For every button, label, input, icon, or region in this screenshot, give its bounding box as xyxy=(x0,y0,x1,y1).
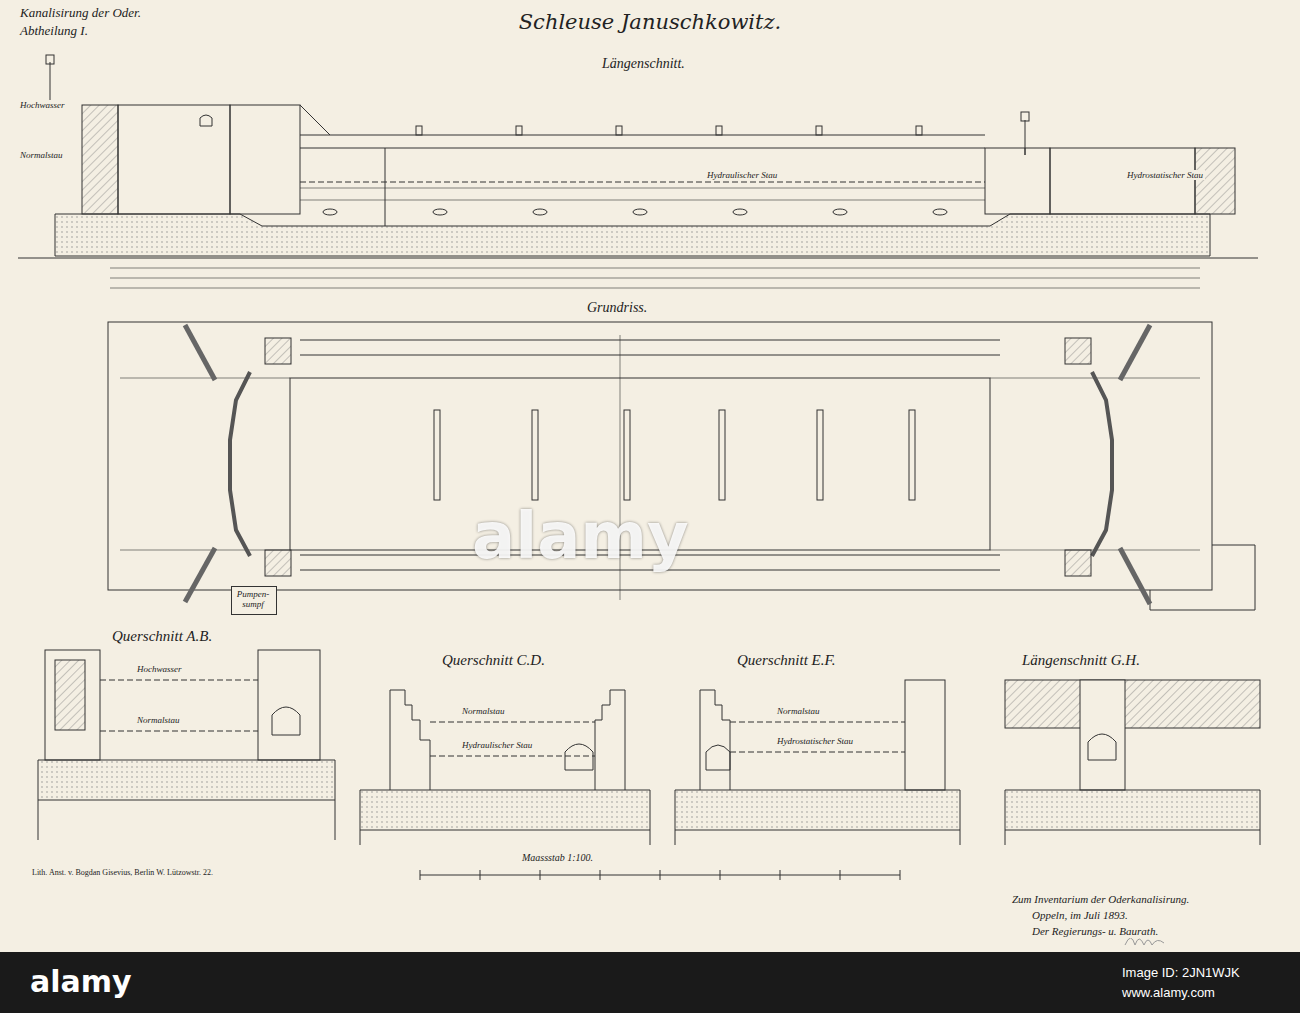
water-level-label: Hochwasser xyxy=(18,100,67,110)
section-title: Querschnitt C.D. xyxy=(440,652,547,669)
water-level-label: Hydrostatischer Stau xyxy=(1125,170,1205,180)
image-id: Image ID: 2JN1WJK xyxy=(1120,966,1242,981)
water-level-label: Normalstau xyxy=(18,150,65,160)
water-level-label: Hydraulischer Stau xyxy=(705,170,779,180)
water-level-label: Normalstau xyxy=(460,706,507,716)
water-level-label: Normalstau xyxy=(775,706,822,716)
box-label: Pumpen- sumpf xyxy=(235,589,271,610)
scale-label: Maassstab 1:100. xyxy=(520,852,595,864)
water-level-label: Normalstau xyxy=(135,715,182,725)
water-level-label: Hydraulischer Stau xyxy=(460,740,534,750)
inventory-note: Oppeln, im Juli 1893. xyxy=(1030,909,1130,922)
section-title: Längenschnitt G.H. xyxy=(1020,652,1142,669)
view-title: Grundriss. xyxy=(585,300,649,316)
pump-sump-box: Pumpen- sumpf xyxy=(231,586,277,615)
watermark-logo: alamy xyxy=(28,965,134,1000)
water-level-label: Hochwasser xyxy=(135,664,184,674)
drawing-title: Schleuse Januschkowitz. xyxy=(0,10,1300,34)
inventory-note: Zum Inventarium der Oderkanalisirung. xyxy=(1010,893,1191,906)
watermark: alamy xyxy=(470,500,691,574)
project-heading: Kanalisirung der Oder. xyxy=(18,6,143,21)
printer-imprint: Lith. Anst. v. Bogdan Gisevius, Berlin W… xyxy=(30,868,215,877)
view-title: Längenschnitt. xyxy=(600,56,687,72)
watermark-url: www.alamy.com xyxy=(1120,986,1217,1001)
inventory-note: Der Regierungs- u. Baurath. xyxy=(1030,925,1160,938)
section-title: Querschnitt A.B. xyxy=(110,628,214,645)
section-title: Querschnitt E.F. xyxy=(735,652,837,669)
water-level-label: Hydrostatischer Stau xyxy=(775,736,855,746)
watermark-bar xyxy=(0,952,1300,1013)
project-heading: Abtheilung I. xyxy=(18,24,90,39)
